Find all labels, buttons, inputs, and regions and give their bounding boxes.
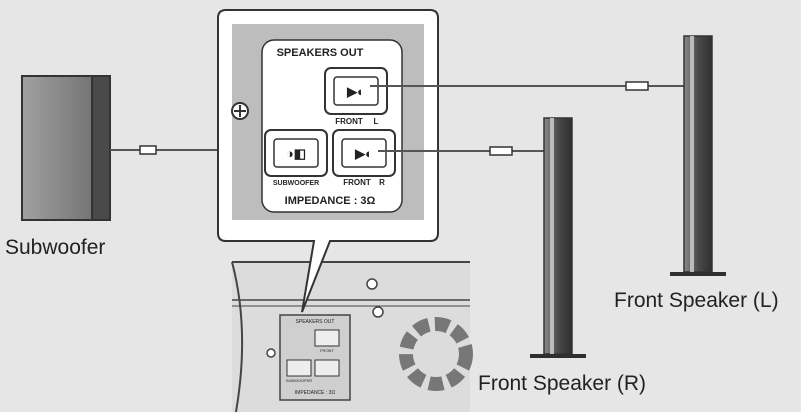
front-l-cable: [370, 81, 686, 91]
mini-panel-subwoofer: SUBWOOFER: [286, 378, 312, 383]
mini-panel-front: FRONT: [320, 348, 334, 353]
mini-panel-impedance: IMPEDANCE : 3Ω: [295, 390, 336, 396]
front-r-cable: [378, 146, 545, 156]
front-r-connector: ▶◐: [332, 129, 396, 177]
mini-panel-title: SPEAKERS OUT: [296, 319, 335, 325]
front-speaker-right: [530, 117, 586, 358]
front-r-channel: R: [379, 178, 385, 187]
fan-grille: [399, 317, 473, 391]
svg-text:▶◐: ▶◐: [354, 146, 373, 161]
screw-icon: [231, 102, 249, 120]
impedance-label: IMPEDANCE : 3Ω: [285, 195, 376, 207]
front-speaker-left-label: Front Speaker (L): [614, 289, 779, 312]
front-speaker-left: [670, 35, 726, 276]
svg-text:▶◐: ▶◐: [346, 84, 365, 99]
svg-text:◑◧: ◑◧: [286, 146, 306, 161]
front-l-connector: ▶◐: [324, 67, 388, 115]
subwoofer-connector: ◑◧: [264, 129, 328, 177]
front-l-channel: L: [374, 117, 379, 126]
subwoofer-port-label: SUBWOOFER: [273, 180, 319, 187]
panel-title: SPEAKERS OUT: [277, 47, 364, 59]
subwoofer-speaker: [21, 75, 111, 221]
mini-speaker-panel: SPEAKERS OUT FRONT SUBWOOFER IMPEDANCE :…: [279, 314, 351, 401]
receiver-unit: SPEAKERS OUT FRONT SUBWOOFER IMPEDANCE :…: [231, 261, 473, 412]
front-l-label: FRONT: [335, 117, 363, 126]
front-r-label: FRONT: [343, 178, 371, 187]
subwoofer-label: Subwoofer: [5, 236, 106, 259]
front-speaker-right-label: Front Speaker (R): [478, 372, 647, 395]
